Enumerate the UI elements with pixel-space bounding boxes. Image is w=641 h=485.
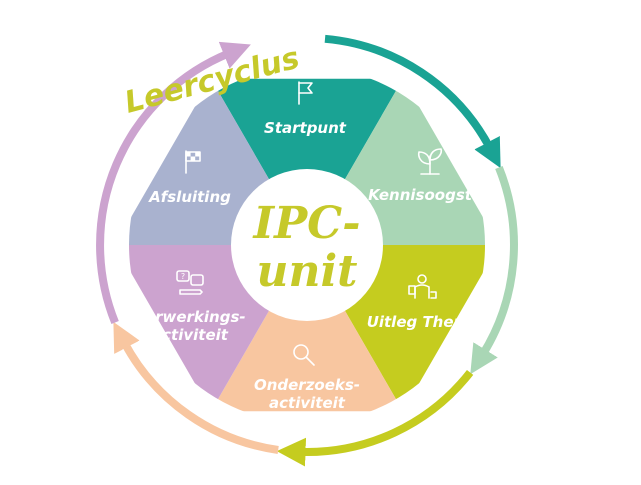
label-startpunt: Startpunt — [264, 119, 347, 137]
label-verwerkingsactiviteit-line2: activiteit — [152, 326, 229, 344]
segment-startpunt — [211, 78, 403, 245]
segment-icons: ? — [176, 81, 443, 366]
arrow-onderzoek — [113, 321, 279, 454]
svg-text:?: ? — [181, 272, 185, 281]
arrow-startpunt — [324, 34, 501, 169]
label-verwerkingsactiviteit-line1: Verwerkings- — [134, 308, 245, 326]
label-kennisoogst: Kennisoogst — [368, 186, 473, 204]
center-title-line2: unit — [256, 246, 357, 297]
segment-onderzoeksactiviteit — [211, 245, 403, 412]
label-onderzoeksactiviteit-line2: activiteit — [269, 394, 346, 412]
center-circle — [231, 169, 383, 321]
label-afsluiting: Afsluiting — [148, 188, 231, 206]
arrow-uitleg — [276, 369, 474, 467]
teacher-icon — [408, 274, 437, 299]
label-onderzoeksactiviteit-line1: Onderzoeks- — [254, 376, 360, 394]
arrow-kennisoogst — [470, 166, 518, 375]
flag-icon — [298, 81, 313, 105]
center-title-line1: IPC- — [252, 198, 361, 249]
label-uitleg-thema: Uitleg Thema — [367, 313, 480, 331]
cycle-arrows — [96, 34, 518, 467]
magnifier-icon — [293, 344, 315, 366]
checkered-flag-icon — [185, 150, 201, 174]
chat-pencil-icon: ? — [176, 270, 204, 295]
sprout-icon — [417, 148, 443, 175]
arrow-verwerking — [96, 41, 251, 324]
